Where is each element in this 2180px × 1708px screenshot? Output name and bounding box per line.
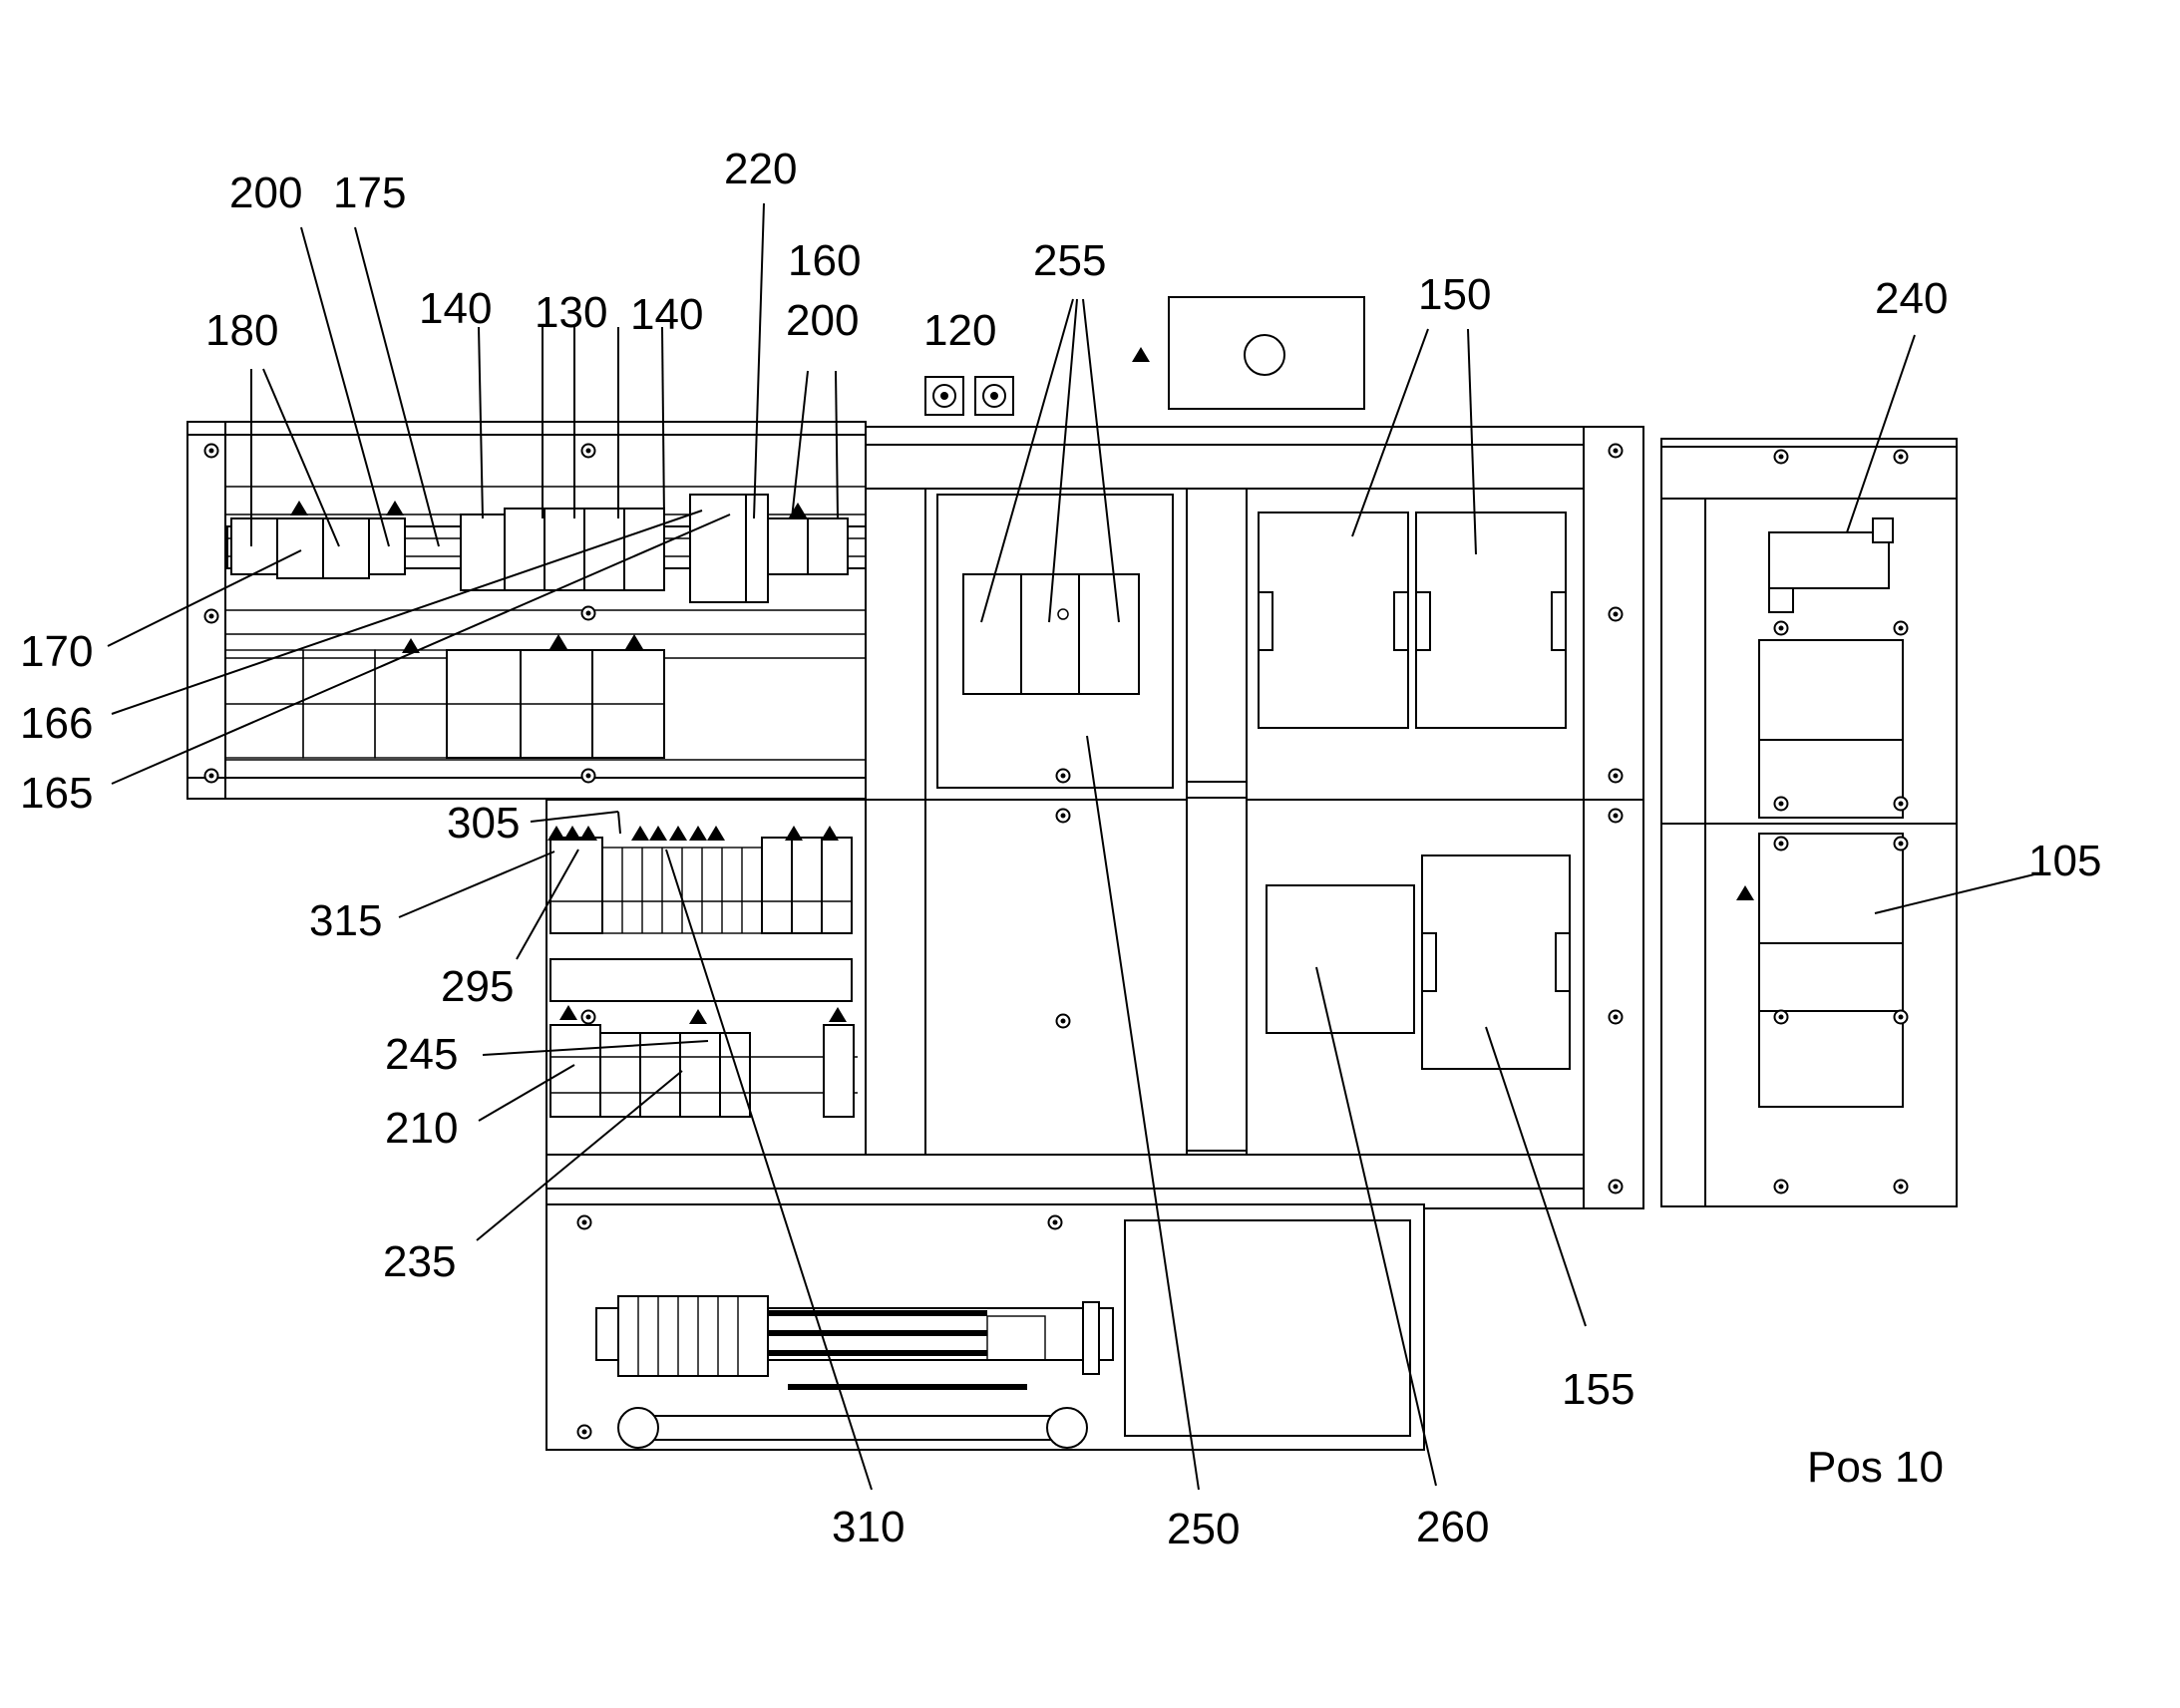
label-175: 175 [333,169,406,217]
screw-icon [1773,620,1789,636]
warning-triangle-icon [1132,347,1150,362]
screw-icon [580,1009,596,1025]
reference-labels: 200 175 220 160 180 140 130 140 200 255 … [20,145,2101,1553]
label-130: 130 [535,288,607,337]
screw-icon [203,443,219,459]
screw-icon [1893,796,1909,812]
label-310: 310 [832,1503,905,1551]
screw-icon [1608,606,1624,622]
screw-icon [203,608,219,624]
screw-icon [1893,620,1909,636]
label-120: 120 [923,306,996,355]
screw-icon [576,1424,592,1440]
label-105: 105 [2028,837,2101,885]
label-245: 245 [385,1030,458,1079]
top-items [924,296,1365,416]
screw-icon [1893,1009,1909,1025]
screw-icon [1893,449,1909,465]
label-255: 255 [1033,236,1106,285]
screw-icon [1773,1179,1789,1195]
label-295: 295 [441,962,514,1011]
screw-icon [1608,1179,1624,1195]
label-220: 220 [724,145,797,193]
screw-icon [1608,808,1624,824]
label-240: 240 [1875,274,1948,323]
label-250: 250 [1167,1505,1240,1553]
label-315: 315 [309,896,382,945]
screw-icon [1055,1013,1071,1029]
lower-left-panel [545,799,1425,1451]
upper-left-panel [186,421,867,800]
screw-icon [1773,796,1789,812]
screw-icon [1893,836,1909,852]
label-200-top: 200 [229,169,302,217]
label-140-left: 140 [419,284,492,333]
screw-icon [1608,1009,1624,1025]
label-305: 305 [447,799,520,848]
screw-icon [1608,768,1624,784]
label-235: 235 [383,1237,456,1286]
knob-icon [1244,334,1285,376]
screw-icon [1055,768,1071,784]
screw-icon [1773,836,1789,852]
screw-icon [1608,443,1624,459]
leader-lines [107,202,2039,1491]
label-166: 166 [20,699,93,748]
right-panel [1660,438,1958,1207]
screw-icon [580,443,596,459]
screw-icon [580,605,596,621]
label-180: 180 [205,306,278,355]
screw-icon [1055,808,1071,824]
label-160: 160 [788,236,861,285]
label-165: 165 [20,769,93,818]
screw-icon [203,768,219,784]
screw-icon [1773,449,1789,465]
screw-icon [576,1214,592,1230]
screw-icon [1773,1009,1789,1025]
label-150: 150 [1418,270,1491,319]
label-170: 170 [20,627,93,676]
label-140-right: 140 [630,290,703,339]
screw-icon [1893,1179,1909,1195]
screw-icon [1047,1214,1063,1230]
label-260: 260 [1416,1503,1489,1551]
label-155: 155 [1562,1365,1635,1414]
caption-pos: Pos 10 [1807,1443,1944,1492]
screw-icon [580,768,596,784]
label-200-right: 200 [786,296,859,345]
label-210: 210 [385,1104,458,1153]
